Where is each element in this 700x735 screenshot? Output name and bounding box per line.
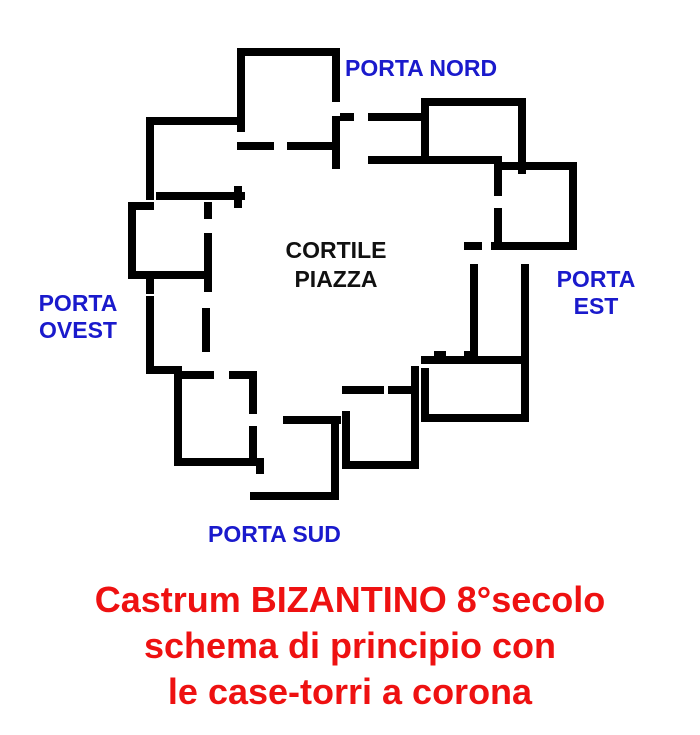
gate-label-east: PORTA EST [540,266,652,320]
east-gate-walls [464,264,529,359]
tower-houses [128,48,577,500]
tower-south-east [342,351,529,469]
gate-label-west-line2: OVEST [39,317,117,343]
gate-label-west-line1: PORTA [38,290,118,316]
courtyard-label-line1: CORTILE [285,237,387,263]
caption: Castrum BIZANTINO 8°secolo schema di pri… [0,577,700,715]
south-gate-walls [250,416,341,500]
gate-label-south: PORTA SUD [208,521,341,547]
courtyard-label-line2: PIAZZA [294,266,378,292]
tower-north-east [421,98,526,174]
west-gate-walls [146,296,210,374]
gate-label-west: PORTA OVEST [20,290,136,344]
north-west-wall [146,117,245,208]
gate-label-east-line2: EST [573,293,619,319]
caption-line1: Castrum BIZANTINO 8°secolo [94,579,606,620]
tower-south-west [174,371,264,474]
caption-line3: le case-torri a corona [167,671,533,712]
tower-west [128,202,212,294]
caption-line2: schema di principio con [143,625,557,666]
gate-label-east-line1: PORTA [556,266,636,292]
north-gate-walls [340,113,502,164]
tower-east [464,156,577,250]
tower-north-west [237,48,340,169]
courtyard-label: CORTILE PIAZZA [258,236,414,294]
gate-label-north: PORTA NORD [345,55,498,81]
